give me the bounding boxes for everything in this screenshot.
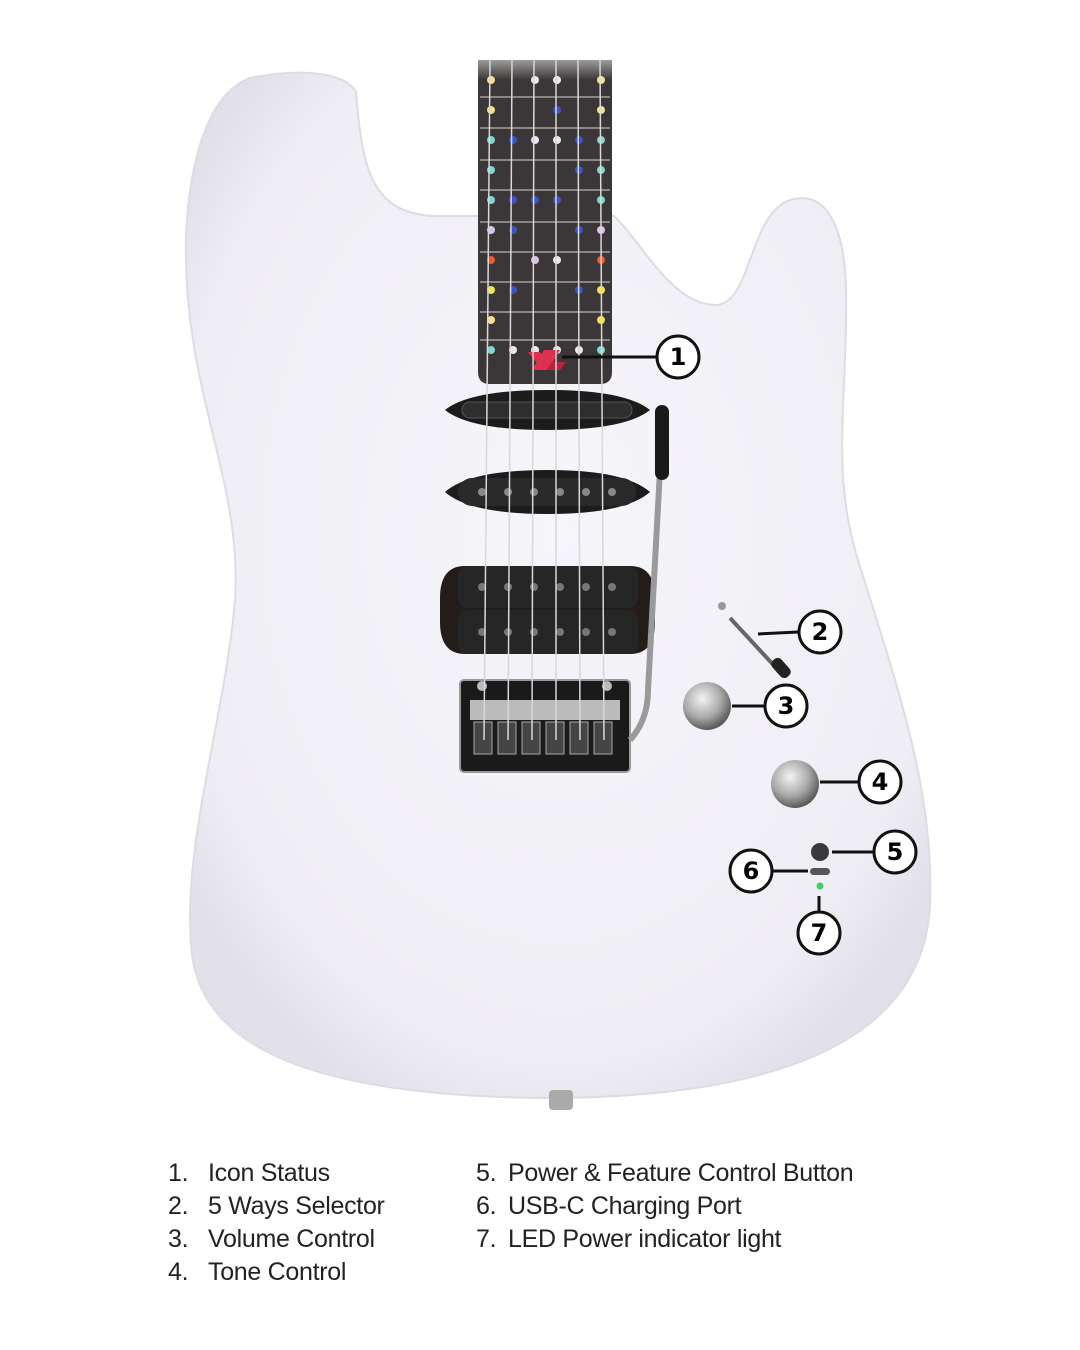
- callout-4: 4: [857, 759, 903, 805]
- middle-pickup: [445, 470, 650, 514]
- legend-label: Volume Control: [208, 1225, 375, 1253]
- fret-led-dot: [531, 136, 539, 144]
- legend-number: 7.: [476, 1225, 497, 1253]
- fret-led-dot: [487, 106, 495, 114]
- usb-c-port: [810, 868, 830, 875]
- fret-led-dot: [509, 196, 517, 204]
- legend-column-2: 5. Power & Feature Control Button 6. USB-C…: [476, 1157, 854, 1256]
- tone-knob: [771, 760, 819, 808]
- power-button: [811, 843, 829, 861]
- fret-led-dot: [553, 106, 561, 114]
- fret-led-dot: [487, 286, 495, 294]
- legend-column-1: 1. Icon Status 2. 5 Ways Selector 3. Volume…: [168, 1157, 385, 1289]
- neck-pickup: [445, 390, 650, 430]
- legend-item: 4. Tone Control: [168, 1256, 385, 1289]
- callout-5: 5: [872, 829, 918, 875]
- fret-led-dot: [531, 196, 539, 204]
- fret-led-dot: [553, 196, 561, 204]
- legend-item: 5. Power & Feature Control Button: [476, 1157, 854, 1190]
- callout-1: 1: [655, 334, 701, 380]
- fret-led-dot: [487, 316, 495, 324]
- legend-item: 6. USB-C Charging Port: [476, 1190, 853, 1223]
- legend-label: Tone Control: [208, 1258, 347, 1286]
- led-indicator: [816, 882, 824, 890]
- legend-number: 5.: [476, 1159, 497, 1187]
- callout-circle: [763, 683, 809, 729]
- callout-circle: [728, 848, 774, 894]
- strings: [483, 59, 605, 741]
- callout-circle: [857, 759, 903, 805]
- legend-label: LED Power indicator light: [508, 1225, 782, 1253]
- fret-led-dot: [575, 136, 583, 144]
- callout-number: 7: [811, 919, 828, 947]
- callout-number: 2: [812, 618, 829, 646]
- fret-led-dot: [509, 226, 517, 234]
- bridge-humbucker: [440, 566, 655, 654]
- strap-button: [549, 1090, 573, 1110]
- legend-label: Power & Feature Control Button: [508, 1159, 854, 1187]
- brand-logo-icon: [528, 350, 566, 370]
- volume-knob: [683, 682, 731, 730]
- fret-led-dot: [553, 136, 561, 144]
- callout-circle: [655, 334, 701, 380]
- legend-item: 7. LED Power indicator light: [476, 1223, 853, 1256]
- callout-number: 4: [872, 768, 889, 796]
- legend-label: Icon Status: [208, 1159, 330, 1187]
- five-way-selector: [718, 602, 791, 679]
- callout-circle: [872, 829, 918, 875]
- callout-7: 7: [796, 910, 842, 956]
- legend-label: USB-C Charging Port: [508, 1192, 742, 1220]
- legend-item: 2. 5 Ways Selector: [168, 1190, 385, 1223]
- callout-circle: [796, 910, 842, 956]
- legend-label: 5 Ways Selector: [208, 1192, 385, 1220]
- callout-6: 6: [728, 848, 774, 894]
- legend-number: 3.: [168, 1225, 189, 1253]
- legend-number: 4.: [168, 1258, 189, 1286]
- fret-led-dot: [553, 256, 561, 264]
- callout-number: 6: [743, 857, 760, 885]
- fret-led-dot: [509, 136, 517, 144]
- callout-number: 1: [670, 343, 687, 371]
- fret-led-dot: [487, 166, 495, 174]
- callout-leaders: [562, 355, 873, 911]
- fret-led-dot: [487, 346, 495, 354]
- legend-number: 2.: [168, 1192, 189, 1220]
- callout-number: 3: [778, 692, 795, 720]
- callout-circle: [797, 609, 843, 655]
- legend-number: 1.: [168, 1159, 189, 1187]
- legend-number: 6.: [476, 1192, 497, 1220]
- legend-item: 3. Volume Control: [168, 1223, 385, 1256]
- tremolo-arm: [627, 405, 669, 743]
- fret-led-dot: [487, 136, 495, 144]
- callout-2: 2: [797, 609, 843, 655]
- legend-item: 1. Icon Status: [168, 1157, 385, 1190]
- fret-led-dot: [531, 256, 539, 264]
- callout-3: 3: [763, 683, 809, 729]
- callout-number: 5: [887, 838, 904, 866]
- fretboard: [478, 40, 612, 384]
